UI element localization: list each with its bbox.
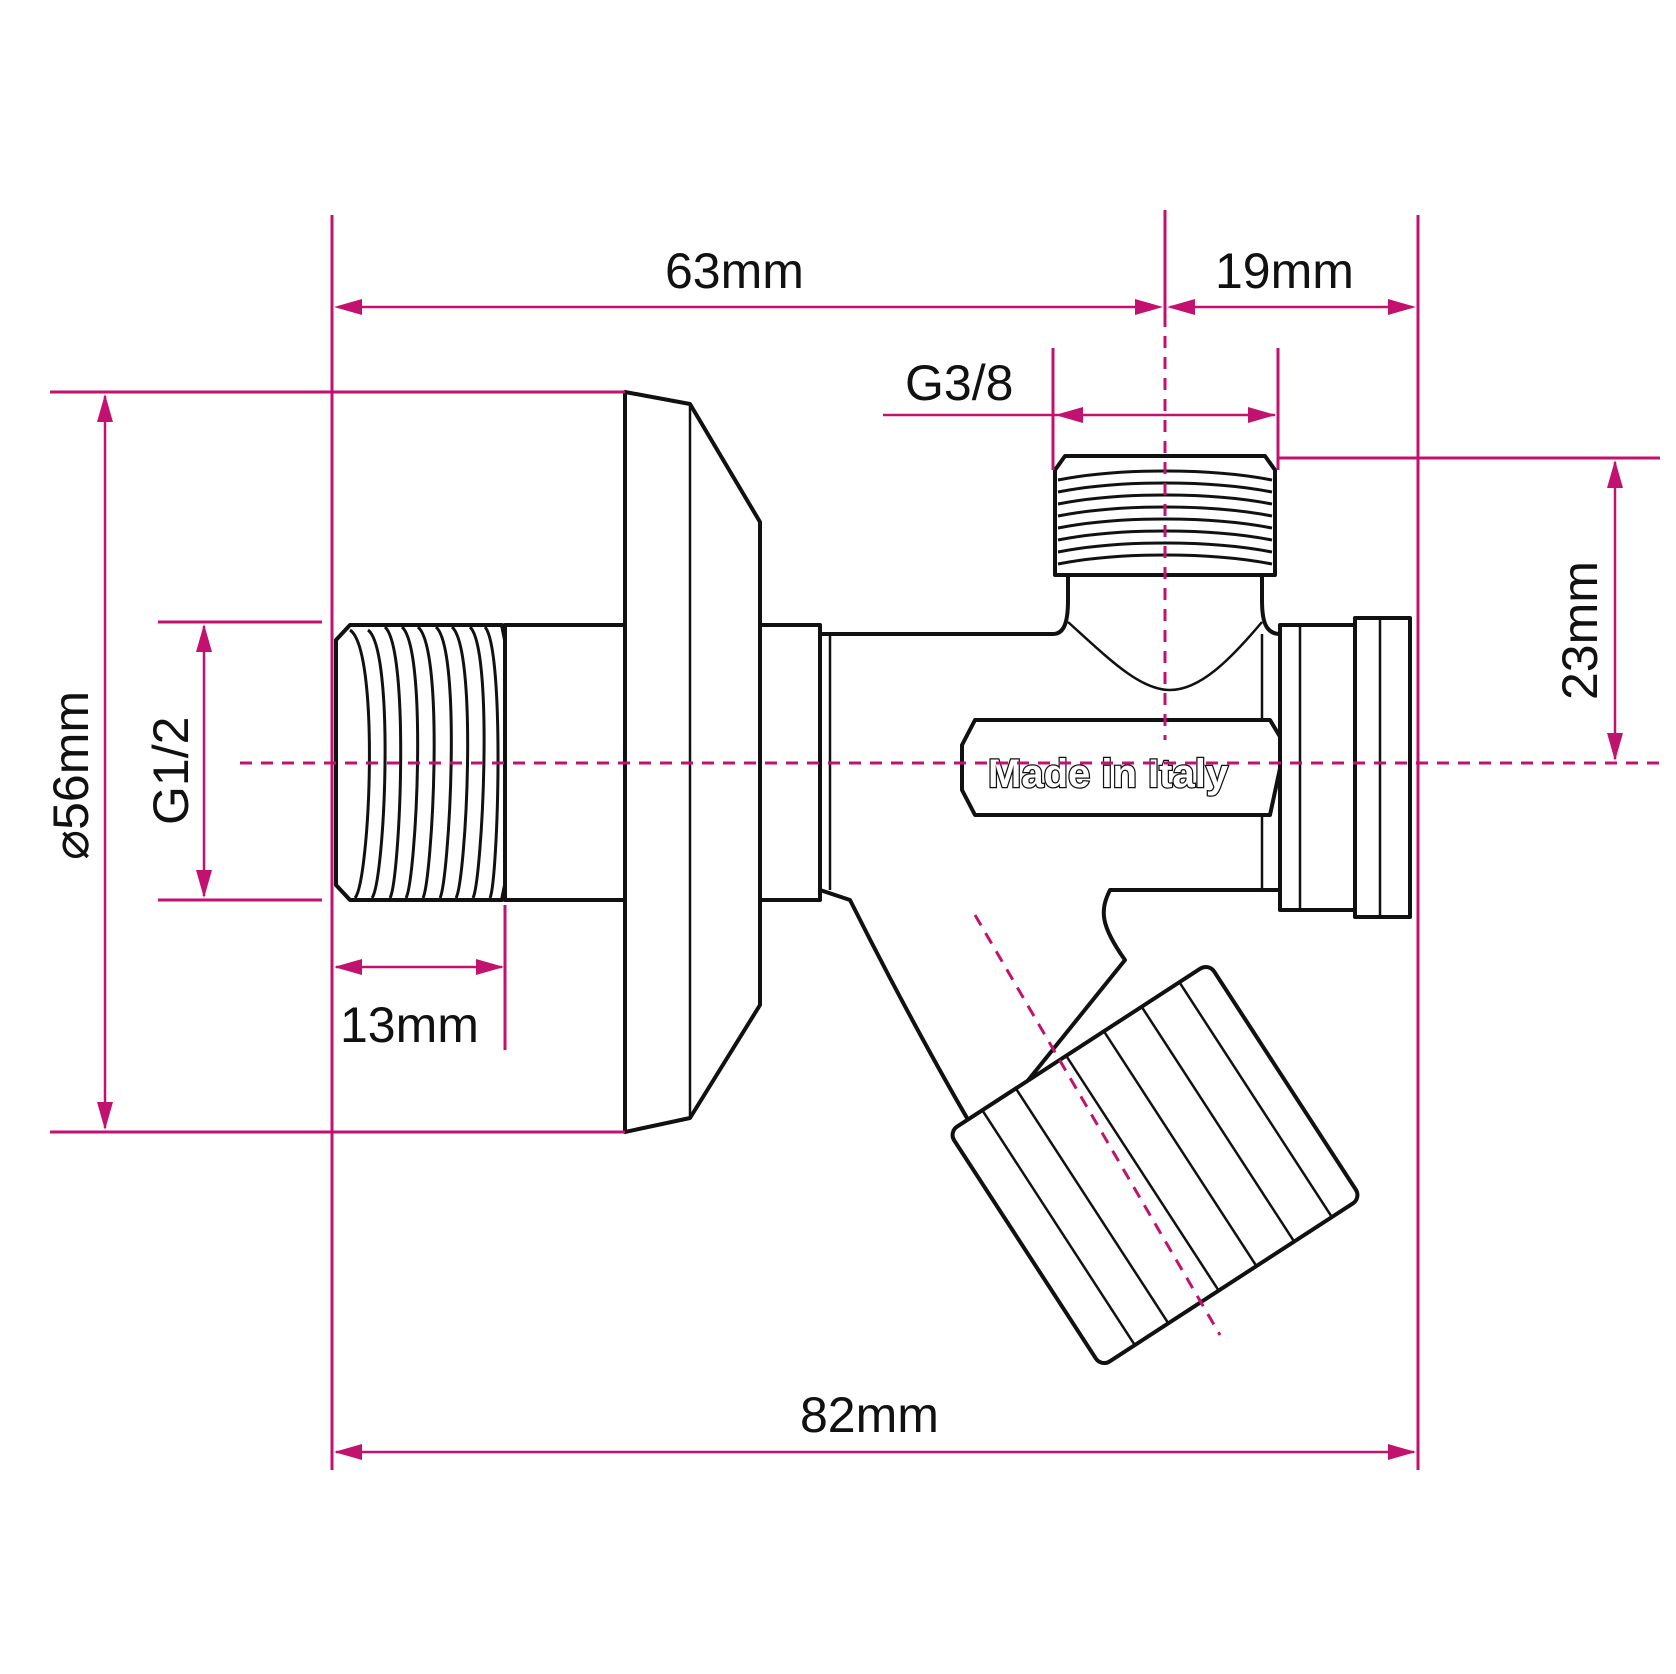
dim-label-length-top: 63mm xyxy=(665,243,804,299)
stamp-plate xyxy=(960,718,1287,817)
dim-label-outlet-thread: G3/8 xyxy=(905,355,1013,411)
dim-label-flange-diameter: ⌀56mm xyxy=(43,691,99,860)
dimension-lines xyxy=(50,215,1660,1470)
dim-label-overall-length: 82mm xyxy=(800,1387,939,1443)
dim-label-inlet-thread: G1/2 xyxy=(143,717,199,825)
right-collar xyxy=(1278,616,1412,919)
stamp-text: Made in Italy xyxy=(988,752,1229,796)
dim-label-thread-length: 13mm xyxy=(340,997,479,1053)
dim-label-outlet-offset: 19mm xyxy=(1215,243,1354,299)
valve-body: Made in Italy xyxy=(334,390,1412,1365)
dimension-labels: 63mm 19mm G3/8 23mm ⌀56mm G1/2 13mm 82mm xyxy=(43,243,1608,1443)
handwheel-knob xyxy=(950,965,1360,1365)
dim-label-outlet-height: 23mm xyxy=(1552,561,1608,700)
